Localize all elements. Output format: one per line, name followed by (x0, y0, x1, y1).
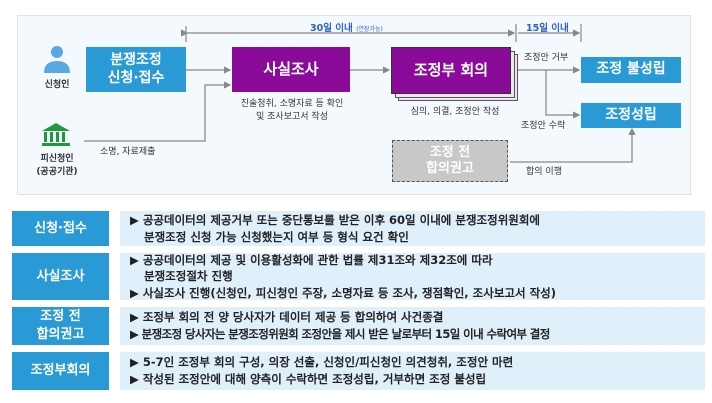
row-line: ▶ 공공데이터의 제공 및 이용활성화에 관한 법률 제31조와 제32조에 따… (130, 252, 493, 267)
fact-note-line1: 진술청취, 소명자료 등 확인 (240, 99, 344, 109)
mediation-failed-box: 조정 불성립 (581, 57, 681, 83)
reject-note: 조정안 거부 (524, 53, 569, 63)
row-line: 분쟁조정절차 진행 (144, 269, 233, 284)
timeline-30-note: (연장가능) (356, 26, 383, 33)
row-line: ▶ 사실조사 진행(신청인, 피신청인 주장, 소명자료 등 조사, 쟁점확인,… (130, 285, 557, 300)
meeting-note: 심의, 의결, 조정안 작성 (410, 107, 500, 117)
apply-box-line2: 신청·접수 (107, 69, 165, 86)
row-line: ▶ 조정부 회의 전 양 당사자가 데이터 제공 등 합의하여 사건종결 (130, 310, 444, 325)
row-line: ▶ 공공데이터의 제공거부 또는 중단통보를 받은 이후 60일 이내에 분쟁조… (130, 212, 541, 227)
pre-box-line1: 조정 전 (429, 144, 471, 160)
row-content-meeting: ▶ 5-7인 조정부 회의 구성, 의장 선출, 신청인/피신청인 의견청취, … (120, 352, 705, 390)
timeline-15-days: 15일 이내 (526, 23, 569, 34)
row-content-application: ▶ 공공데이터의 제공거부 또는 중단통보를 받은 이후 60일 이내에 분쟁조… (120, 211, 705, 246)
row-line: ▶ 5-7인 조정부 회의 구성, 의장 선출, 신청인/피신청인 의견청취, … (130, 355, 514, 370)
row-label-meeting: 조정부회의 (12, 352, 109, 390)
public-institution-icon (42, 123, 70, 146)
applicant-icon (44, 46, 70, 73)
row-line: ▶ 작성된 조정안에 대해 양측이 수락하면 조정성립, 거부하면 조정 불성립 (130, 372, 487, 386)
row-content-fact-finding: ▶ 공공데이터의 제공 및 이용활성화에 관한 법률 제31조와 제32조에 따… (120, 253, 705, 300)
respondent-label: 피신청인 (40, 154, 74, 164)
process-flow-panel (17, 15, 691, 195)
agreement-note: 합의 이행 (526, 167, 562, 177)
row-label-line1: 조정 전 (40, 309, 81, 325)
timeline-30-days: 30일 이내 (연장가능) (310, 20, 383, 34)
pre-box-line2: 합의권고 (426, 161, 474, 176)
row-content-pre-mediation: ▶ 조정부 회의 전 양 당사자가 데이터 제공 등 합의하여 사건종결 ▶ 분쟁… (120, 307, 705, 345)
submission-note: 소명, 자료제출 (100, 147, 156, 157)
apply-box-line1: 분쟁조정 (110, 52, 162, 68)
meeting-box: 조정부 회의 (391, 47, 511, 94)
row-line: ▶ 분쟁조정 당사자는 분쟁조정위원회 조정안을 제시 받은 날로부터 15일 … (130, 327, 550, 341)
row-label-fact-finding: 사실조사 (12, 253, 109, 300)
row-label-line2: 합의권고 (36, 327, 85, 342)
row-line: 분쟁조정 신청 가능 신청했는지 여부 등 형식 요건 확인 (144, 229, 409, 244)
mediation-success-box: 조정성립 (581, 103, 681, 128)
respondent-sublabel: (공공기관) (36, 166, 78, 177)
fact-note-line2: 및 조사보고서 작성 (256, 111, 328, 122)
fact-finding-box: 사실조사 (232, 47, 350, 92)
accept-note: 조정안 수락 (521, 121, 566, 131)
flow-arrows (84, 24, 636, 163)
timeline-30-label: 30일 이내 (310, 23, 353, 34)
applicant-label: 신청인 (44, 80, 70, 90)
row-label-application: 신청·접수 (12, 211, 109, 246)
